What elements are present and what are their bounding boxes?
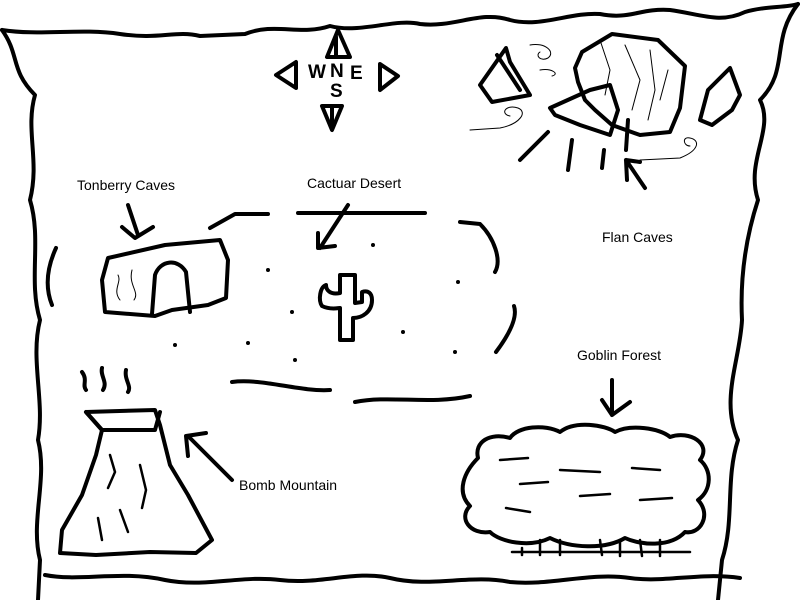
bomb-mountain-label: Bomb Mountain xyxy=(239,477,338,493)
goblin-forest xyxy=(460,422,711,558)
desert-boundary xyxy=(45,211,517,404)
goblin-forest-label: Goblin Forest xyxy=(577,347,662,363)
tonberry-cave xyxy=(100,238,230,318)
compass-rose xyxy=(274,28,400,132)
tonberry-caves-label: Tonberry Caves xyxy=(77,177,176,193)
cactuar-desert-label: Cactuar Desert xyxy=(307,175,402,191)
cactus xyxy=(317,273,374,342)
compass-east-letter: E xyxy=(350,63,363,84)
compass-west-letter: W xyxy=(308,62,326,83)
arrows xyxy=(120,158,647,482)
bomb-volcano xyxy=(58,366,214,557)
compass-south-letter: S xyxy=(330,81,343,102)
flan-mountains xyxy=(469,32,742,172)
desert-dots xyxy=(173,243,460,362)
flan-caves-label: Flan Caves xyxy=(602,229,673,245)
compass-north-letter: N xyxy=(330,61,344,82)
